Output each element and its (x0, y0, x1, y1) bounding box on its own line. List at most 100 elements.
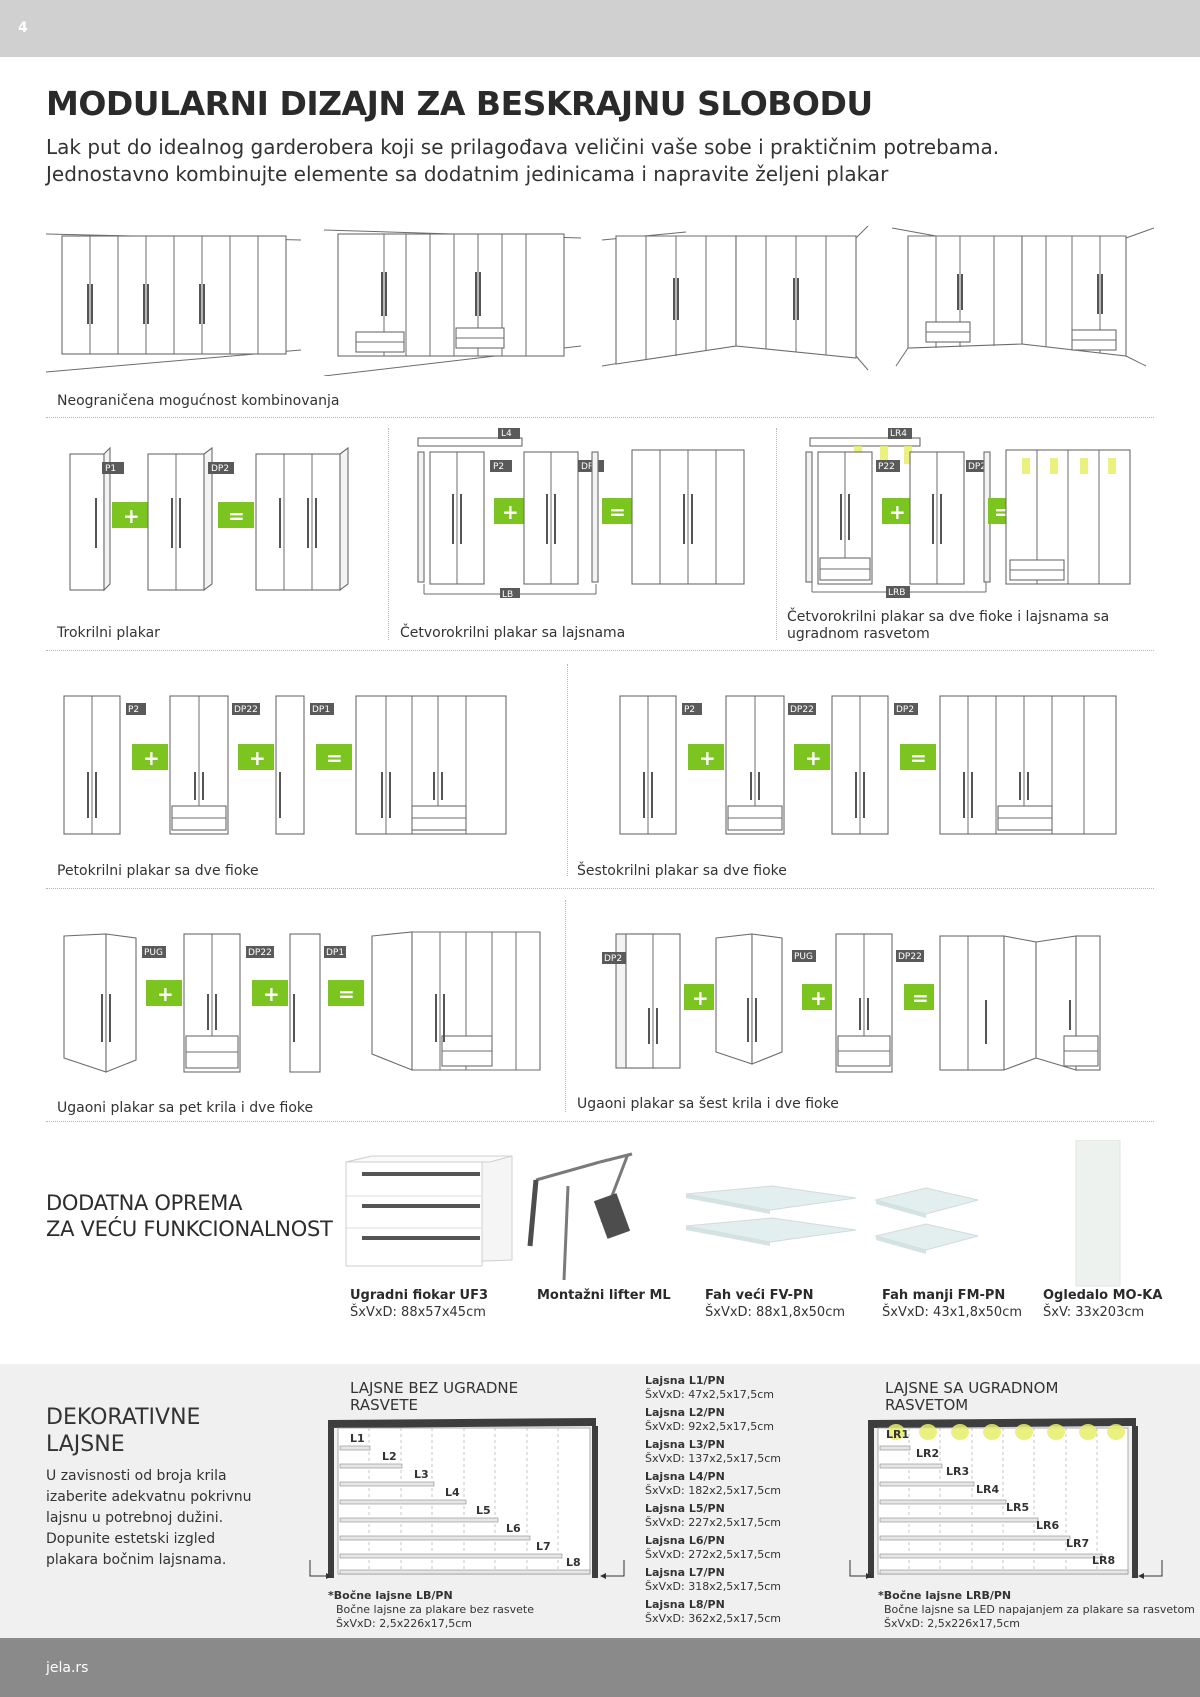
side-strips-note: *Bočne lajsne LB/PN Bočne lajsne za plak… (328, 1589, 534, 1631)
strip-label: LR3 (946, 1465, 969, 1478)
strip-label: LR6 (1036, 1519, 1059, 1532)
decorative-title-line: DEKORATIVNE (46, 1405, 201, 1430)
decorative-title-line: LAJSNE (46, 1432, 125, 1457)
top-bar: 4 (0, 0, 1200, 57)
plus-sign: + (249, 746, 266, 770)
config-caption: Petokrilni plakar sa dve fioke (57, 863, 259, 879)
tag-label: P2 (684, 705, 695, 715)
strip-spec-name: Lajsna L3/PN (645, 1438, 725, 1451)
tag-label: DP1 (326, 948, 344, 958)
tag-label: DP2 (211, 464, 229, 474)
strip-label: LR8 (1092, 1554, 1115, 1567)
tag-label: DP22 (248, 948, 272, 958)
tag-label: DP2 (604, 954, 622, 964)
column-divider (565, 900, 566, 1112)
plus-sign: + (889, 500, 906, 524)
plus-sign: + (263, 982, 280, 1006)
accessory-dims: ŠxV: 33x203cm (1043, 1305, 1145, 1320)
config-caption: Četvorokrilni plakar sa dve fioke i lajs… (787, 609, 1110, 642)
tag-label: DP2 (581, 462, 599, 472)
equals-sign: = (910, 746, 927, 770)
wardrobe-lifter-image (527, 1152, 633, 1281)
large-shelf-image (685, 1185, 857, 1246)
strip-label: L6 (506, 1522, 521, 1535)
strip-spec-dims: ŠxVxD: 47x2,5x17,5cm (645, 1388, 774, 1401)
decorative-description: U zavisnosti od broja krila izaberite ad… (46, 1468, 252, 1568)
strip-spec-dims: ŠxVxD: 318x2,5x17,5cm (645, 1580, 781, 1593)
note-line: Bočne lajsne sa LED napajanjem za plakar… (884, 1603, 1195, 1616)
config-three-door: P1 + DP2 = (69, 446, 349, 592)
wardrobe-layout-u-corner (891, 227, 1154, 367)
tag-label: P1 (105, 464, 116, 474)
tag-label: PUG (144, 948, 163, 958)
tag-label: LRB (888, 588, 905, 598)
accessory-dims: ŠxVxD: 88x57x45cm (350, 1305, 486, 1320)
divider (46, 1121, 1154, 1122)
plus-sign: + (157, 982, 174, 1006)
plus-sign: + (810, 986, 827, 1010)
note-line: ŠxVxD: 2,5x226x17,5cm (336, 1617, 472, 1630)
page-number: 4 (18, 20, 28, 36)
configurations-row-2: P1 + DP2 = L4 P2 + DP2 = (69, 428, 1131, 598)
plus-sign: + (123, 504, 140, 528)
tag-label: LR4 (890, 429, 907, 439)
page-title: MODULARNI DIZAJN ZA BESKRAJNU SLOBODU (46, 84, 873, 123)
note-title: *Bočne lajsne LRB/PN (878, 1589, 1012, 1602)
accessories-title: DODATNA OPREMA ZA VEĆU FUNKCIONALNOST (46, 1190, 333, 1242)
strip-spec-dims: ŠxVxD: 362x2,5x17,5cm (645, 1612, 781, 1625)
strip-label: LR1 (886, 1428, 909, 1441)
divider (46, 650, 1154, 651)
column-divider (388, 428, 389, 640)
note-line: ŠxVxD: 2,5x226x17,5cm (884, 1617, 1020, 1630)
divider (46, 888, 1154, 889)
tag-label: DP22 (234, 705, 258, 715)
accessory-name: Montažni lifter ML (537, 1288, 671, 1303)
plus-sign: + (502, 500, 519, 524)
page-subtitle: Lak put do idealnog garderobera koji se … (46, 134, 1146, 188)
strip-label: LR2 (916, 1447, 939, 1460)
equals-sign: = (609, 500, 626, 524)
strips-with-lighting-diagram: LR1 LR2 LR3 LR4 LR5 LR6 LR7 LR8 (849, 1418, 1163, 1579)
strip-label: L5 (476, 1504, 491, 1517)
tag-label: PUG (794, 952, 813, 962)
strip-spec-dims: ŠxVxD: 137x2,5x17,5cm (645, 1452, 781, 1465)
note-line: Bočne lajsne za plakare bez rasvete (336, 1603, 535, 1616)
strip-spec-name: Lajsna L2/PN (645, 1406, 725, 1419)
note-title: *Bočne lajsne LB/PN (328, 1589, 453, 1602)
configurations-row-4: PUG + DP22 + DP1 = DP2 + PUG (63, 931, 1101, 1073)
footer-bar: jela.rs (0, 1638, 1200, 1697)
config-five-door: P2 + DP22 + DP1 = (63, 695, 507, 835)
config-caption: Trokrilni plakar (57, 625, 160, 641)
mirror-image (1075, 1140, 1121, 1287)
strip-label: LR4 (976, 1483, 999, 1496)
accessory-name: Fah veći FV-PN (705, 1288, 814, 1303)
strip-label: L7 (536, 1540, 551, 1553)
plus-sign: + (699, 746, 716, 770)
accessories-title-line: ZA VEĆU FUNKCIONALNOST (46, 1217, 333, 1241)
side-strips-lighting-note: *Bočne lajsne LRB/PN Bočne lajsne sa LED… (878, 1589, 1195, 1631)
plus-sign: + (692, 986, 709, 1010)
accessories-illustration (345, 1140, 1121, 1287)
config-caption: Četvorokrilni plakar sa lajsnama (400, 625, 626, 641)
tag-label: DP22 (790, 705, 814, 715)
accessory-dims: ŠxVxD: 88x1,8x50cm (705, 1305, 846, 1320)
tag-label: DP1 (312, 705, 330, 715)
strip-spec-dims: ŠxVxD: 182x2,5x17,5cm (645, 1484, 781, 1497)
strip-label: LR5 (1006, 1501, 1029, 1514)
configurations-row-3: P2 + DP22 + DP1 = P2 + DP22 + (63, 695, 1117, 835)
equals-sign: = (912, 986, 929, 1010)
tag-label: P22 (878, 462, 895, 472)
strip-spec-name: Lajsna L5/PN (645, 1502, 725, 1515)
strip-label: L3 (414, 1468, 429, 1481)
strip-spec-name: Lajsna L6/PN (645, 1534, 725, 1547)
website-link[interactable]: jela.rs (46, 1660, 89, 1676)
tag-label: DP2 (968, 462, 986, 472)
decorative-title: DEKORATIVNE LAJSNE (46, 1404, 200, 1458)
plus-sign: + (143, 746, 160, 770)
title-line: LAJSNE SA UGRADNOM (885, 1379, 1059, 1397)
strip-label: L8 (566, 1556, 581, 1569)
accessories-title-line: DODATNA OPREMA (46, 1191, 243, 1215)
tag-label: P2 (128, 705, 139, 715)
strips-with-lighting-title: LAJSNE SA UGRADNOM RASVETOM (885, 1380, 1058, 1414)
